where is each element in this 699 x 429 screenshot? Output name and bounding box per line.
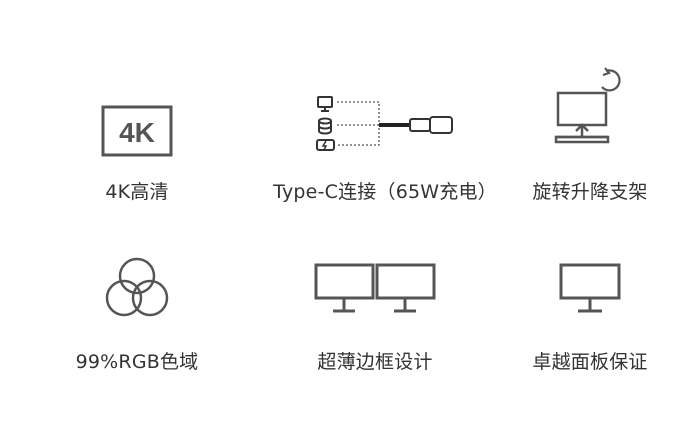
monitor-icon	[557, 262, 623, 316]
type-c-connection-icon	[315, 94, 455, 156]
rotate-lift-stand-icon	[550, 65, 630, 149]
4k-icon: 4K	[101, 105, 173, 157]
feature-type-c: Type-C连接（65W充电）	[260, 88, 510, 205]
feature-label-panel-guarantee: 卓越面板保证	[532, 351, 648, 373]
feature-rotate-stand: 旋转升降支架	[480, 65, 699, 205]
feature-label-thin-bezel: 超薄边框设计	[317, 351, 433, 373]
feature-label-4k: 4K高清	[105, 181, 169, 203]
feature-label-rgb: 99%RGB色域	[75, 351, 199, 373]
dual-monitor-icon	[313, 262, 437, 316]
feature-4k: 4K 4K高清	[27, 95, 247, 205]
feature-label-rotate-stand: 旋转升降支架	[532, 181, 648, 203]
svg-text:4K: 4K	[119, 117, 155, 148]
feature-label-type-c: Type-C连接（65W充电）	[273, 181, 497, 203]
bottom-strip	[0, 376, 699, 429]
rgb-color-gamut-icon	[102, 255, 172, 321]
feature-thin-bezel: 超薄边框设计	[265, 262, 485, 373]
feature-panel-guarantee: 卓越面板保证	[480, 262, 699, 373]
feature-panel: 4K 4K高清	[27, 65, 699, 373]
feature-rgb: 99%RGB色域	[27, 255, 247, 373]
